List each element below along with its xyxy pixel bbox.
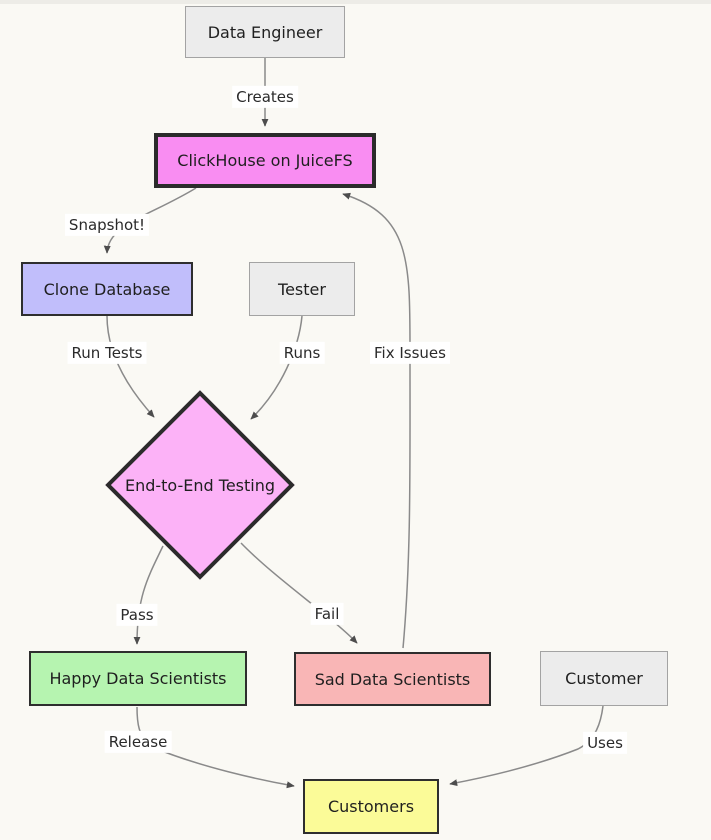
edge-label-fail: Fail bbox=[310, 602, 344, 626]
node-end-to-end-testing-label: End-to-End Testing bbox=[124, 475, 276, 495]
node-happy-label: Happy Data Scientists bbox=[49, 669, 227, 688]
edge-label-runs: Runs bbox=[279, 341, 325, 365]
edge-uses bbox=[449, 705, 604, 787]
node-happy-data-scientists: Happy Data Scientists bbox=[29, 651, 247, 706]
edge-label-fix-issues: Fix Issues bbox=[370, 341, 450, 365]
edge-label-run-tests: Run Tests bbox=[67, 341, 147, 365]
node-tester-label: Tester bbox=[278, 279, 326, 299]
edge-run-tests bbox=[106, 315, 155, 418]
node-sad-label: Sad Data Scientists bbox=[314, 669, 471, 689]
edge-runs bbox=[250, 315, 303, 420]
node-clone-database-label: Clone Database bbox=[43, 279, 171, 299]
edge-label-pass: Pass bbox=[116, 603, 158, 627]
node-clickhouse-label: ClickHouse on JuiceFS bbox=[177, 151, 353, 170]
node-customers: Customers bbox=[303, 779, 439, 834]
node-data-engineer: Data Engineer bbox=[185, 6, 345, 58]
node-customers-label: Customers bbox=[327, 797, 415, 816]
edge-label-creates: Creates bbox=[232, 85, 298, 109]
edge-fail bbox=[240, 542, 358, 644]
edge-label-uses: Uses bbox=[583, 731, 627, 755]
node-data-engineer-label: Data Engineer bbox=[207, 22, 323, 42]
node-tester: Tester bbox=[249, 262, 355, 316]
edge-pass bbox=[133, 545, 164, 645]
top-border-strip bbox=[0, 0, 711, 4]
node-sad-data-scientists: Sad Data Scientists bbox=[294, 652, 491, 706]
edge-label-snapshot: Snapshot! bbox=[64, 213, 150, 237]
node-customer: Customer bbox=[540, 651, 668, 706]
node-clickhouse-on-juicefs: ClickHouse on JuiceFS bbox=[154, 133, 376, 188]
node-customer-label: Customer bbox=[565, 669, 643, 688]
edge-label-release: Release bbox=[104, 730, 172, 754]
node-clone-database: Clone Database bbox=[21, 262, 193, 316]
